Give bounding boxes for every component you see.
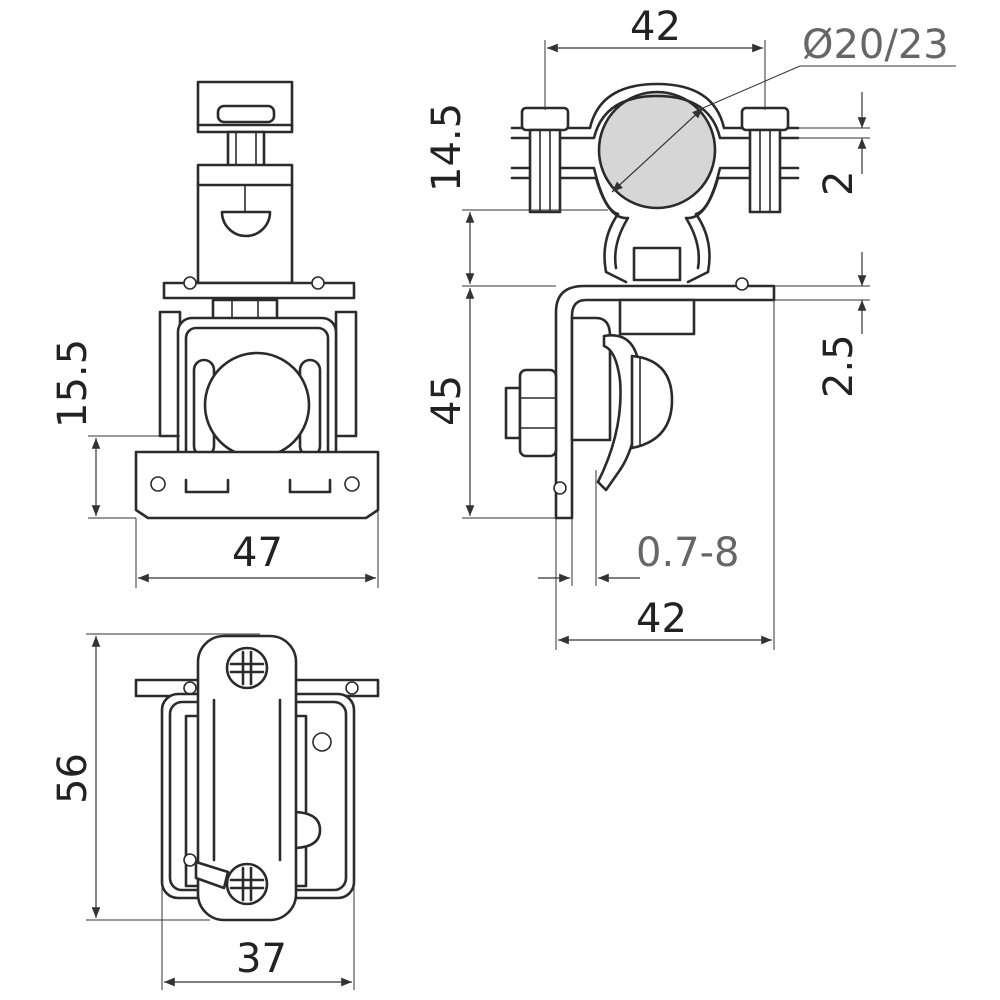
side-bracket-nut (618, 298, 696, 336)
side-view: 42 Ø20/23 14.5 2 2.5 45 0.7-8 (424, 4, 956, 650)
side-body-height-dim-label: 45 (424, 375, 470, 426)
top-length-dim-label: 56 (50, 753, 96, 804)
top-view: 56 37 (50, 633, 380, 990)
top-screw-upper (225, 646, 269, 690)
side-diameter-dim-label: Ø20/23 (802, 22, 949, 68)
top-side-lug (290, 810, 322, 850)
front-width-dim-label: 47 (232, 530, 283, 576)
top-locking-tab (194, 860, 230, 890)
side-dome-head (630, 354, 674, 450)
side-left-bolt-head (520, 106, 570, 132)
side-base-width-dim-label: 42 (636, 596, 687, 642)
side-right-bolt-head (740, 106, 790, 132)
side-nut-washer (504, 386, 522, 440)
front-view: 15.5 47 (50, 80, 380, 588)
top-screw-lower (225, 862, 269, 906)
side-bracket-thickness-dim-label: 2.5 (816, 334, 862, 398)
top-width-dim-label: 37 (236, 936, 287, 982)
side-right-bolt-shaft (748, 128, 782, 214)
side-clamp-body (570, 316, 612, 442)
side-left-bolt-shaft (528, 128, 562, 214)
front-screw-head (216, 104, 276, 124)
side-hex-nut (518, 368, 558, 458)
top-clamp-strap (196, 634, 298, 922)
front-right-leg (334, 310, 358, 438)
side-strap-thickness-dim-label: 2 (816, 171, 862, 196)
front-conductor-circle (203, 351, 311, 459)
front-bracket-plate (162, 281, 356, 300)
side-clamping-range-dim-label: 0.7-8 (636, 530, 740, 576)
front-base-plate (134, 450, 380, 520)
side-clamp-width-dim-label: 42 (630, 4, 681, 50)
front-screw-tip (220, 210, 272, 238)
side-top-nut (632, 246, 682, 282)
front-height-dim-label: 15.5 (50, 339, 96, 428)
side-clamp-height-dim-label: 14.5 (424, 103, 470, 192)
